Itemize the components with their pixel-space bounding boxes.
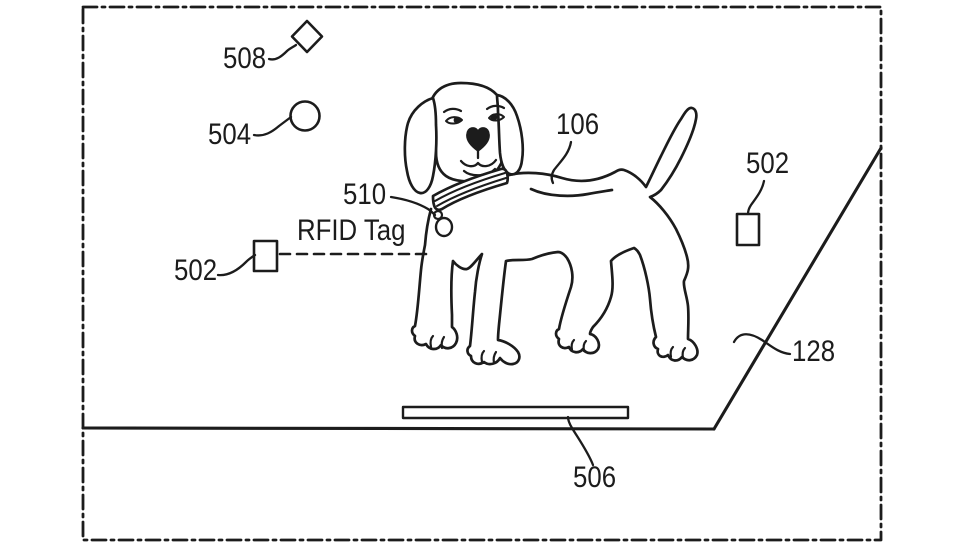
dog-collar-stitch-1 — [434, 172, 506, 202]
figure-border — [81, 5, 883, 542]
dog-left-ear — [403, 96, 438, 195]
rfid-reader-left — [252, 239, 279, 273]
leader-line-502-right — [746, 179, 766, 216]
label-502-right: 502 — [746, 147, 790, 180]
label-510: 510 — [343, 178, 387, 211]
collar-ring — [432, 209, 444, 221]
label-106: 106 — [556, 108, 600, 141]
collar-rfid-tag — [434, 216, 454, 238]
sensor-circle — [289, 100, 321, 132]
platform-edge-line — [712, 146, 883, 431]
dog-back-crease — [529, 187, 614, 198]
dog-illustration — [403, 81, 699, 366]
sensor-diamond — [290, 19, 324, 54]
leader-line-128 — [732, 333, 792, 356]
leader-line-508 — [267, 43, 298, 61]
leader-line-506 — [566, 415, 595, 467]
leader-line-502-left — [216, 253, 257, 277]
label-506: 506 — [573, 461, 617, 494]
leader-line-504 — [252, 115, 293, 137]
label-504: 504 — [208, 118, 252, 151]
rfid-reader-right — [735, 212, 761, 247]
leader-line-106 — [550, 140, 573, 185]
leader-line-510 — [389, 195, 437, 217]
dog-right-ear — [495, 93, 525, 176]
label-128: 128 — [792, 335, 836, 368]
label-508: 508 — [223, 42, 267, 75]
label-502-left: 502 — [174, 254, 218, 287]
rfid-tag-caption: RFID Tag — [297, 214, 406, 247]
floor-antenna-bar — [401, 405, 630, 420]
dog-collar-stitch-2 — [436, 177, 507, 207]
dog-toe-lines — [429, 334, 687, 365]
dog-eyes — [442, 104, 506, 125]
floor-line — [81, 426, 716, 431]
